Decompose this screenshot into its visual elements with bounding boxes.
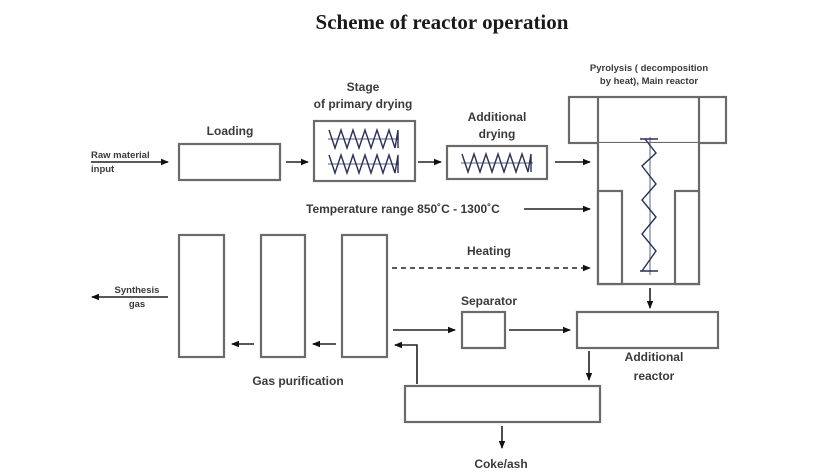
additional-reactor-label-2: reactor xyxy=(634,369,675,383)
raw-material-label-2: input xyxy=(91,164,115,175)
additional-reactor-node: Additional reactor xyxy=(575,310,720,383)
coke-ash-collector-box xyxy=(403,384,602,424)
separator-label: Separator xyxy=(461,294,517,308)
arrow-collector-to-column3 xyxy=(394,341,418,384)
gas-purification-column-1 xyxy=(177,233,226,359)
main-reactor-node: Pyrolysis ( decomposition by heat), Main… xyxy=(567,63,728,286)
main-reactor-right-jacket xyxy=(673,189,701,286)
primary-drying-label-2: of primary drying xyxy=(314,97,413,111)
gas-purification-column-2 xyxy=(259,233,307,359)
main-reactor-left-jacket xyxy=(596,189,624,286)
main-reactor-label-2: by heat), Main reactor xyxy=(600,76,698,87)
raw-material-input: Raw material input xyxy=(91,150,169,175)
temperature-range-label: Temperature range 850˚C - 1300˚C xyxy=(306,202,500,216)
heating-coil-icon xyxy=(640,137,658,275)
additional-drying-label: Additional xyxy=(468,110,527,124)
gas-purification-label: Gas purification xyxy=(252,374,343,388)
separator-box xyxy=(460,310,507,350)
gas-purification-column-3 xyxy=(340,233,389,359)
synthesis-gas-label: Synthesis xyxy=(115,285,160,296)
additional-drying-label-2: drying xyxy=(479,127,516,141)
loading-box xyxy=(177,142,282,182)
additional-reactor-box xyxy=(575,310,720,350)
coke-ash-label: Coke/ash xyxy=(474,457,527,471)
additional-reactor-label: Additional xyxy=(625,350,684,364)
synthesis-gas-label-2: gas xyxy=(129,299,145,310)
heating-coil-icon xyxy=(328,127,399,151)
heating-coil-icon xyxy=(328,152,399,176)
heating-coil-icon xyxy=(461,151,533,175)
main-reactor-top-flange xyxy=(567,95,728,145)
raw-material-label: Raw material xyxy=(91,150,150,161)
gas-purification-group: Gas purification xyxy=(177,233,389,388)
heating-label: Heating xyxy=(467,244,511,258)
synthesis-gas-output: Synthesis gas xyxy=(91,285,168,310)
diagram-title: Scheme of reactor operation xyxy=(316,10,569,34)
main-reactor-label: Pyrolysis ( decomposition xyxy=(590,63,708,74)
loading-node: Loading xyxy=(177,124,282,182)
additional-drying-node: Additional drying xyxy=(445,110,549,181)
primary-drying-label: Stage xyxy=(347,80,380,94)
separator-node: Separator xyxy=(460,294,517,350)
loading-label: Loading xyxy=(207,124,254,138)
primary-drying-node: Stage of primary drying xyxy=(312,80,417,183)
